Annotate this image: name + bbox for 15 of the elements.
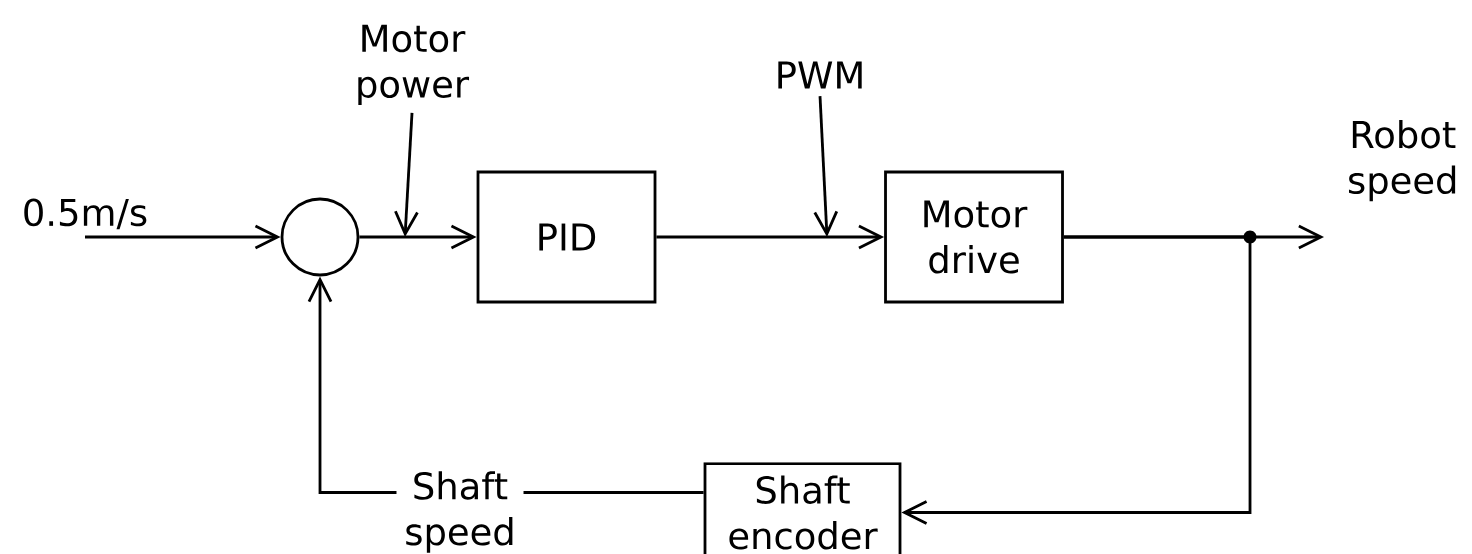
input-label: 0.5m/s [24, 198, 147, 230]
edge-label: Shaft speed [396, 467, 524, 554]
arrow [85, 224, 281, 250]
arrow [656, 224, 885, 250]
arrow [901, 235, 1252, 525]
arrow [359, 224, 477, 250]
output-label: Robot speed [1349, 119, 1456, 202]
process-box: Motor drive [884, 170, 1064, 304]
process-box: PID [476, 170, 657, 304]
leader-line [394, 112, 419, 237]
summing-junction [280, 197, 360, 277]
signal-label: PWM [778, 61, 862, 89]
leader-line [813, 96, 839, 237]
process-box: Shaft encoder [703, 462, 902, 554]
signal-label: Motor power [358, 24, 470, 106]
